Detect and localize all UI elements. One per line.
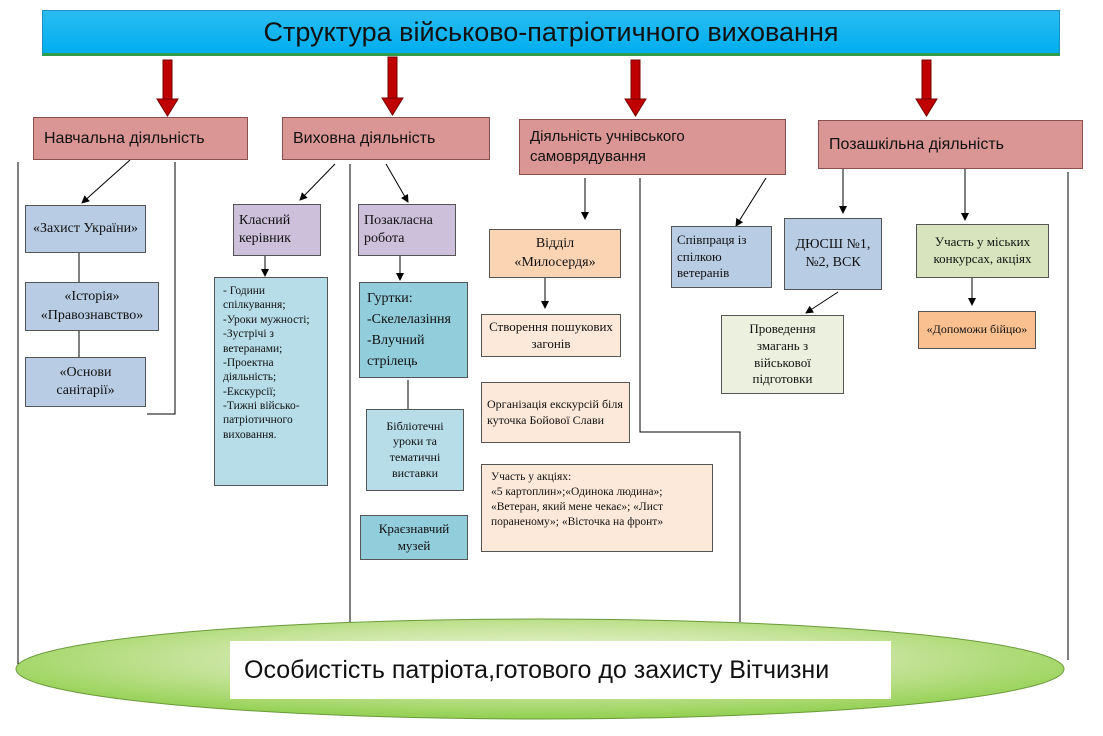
category-upbringing: Виховна діяльність [282,117,490,160]
museum-box: Краєзнавчий музей [360,515,468,560]
list-item: -Зустрічі з ветеранами; [223,328,283,355]
actions-text: «5 картоплин»;«Одинока людина»; «Ветеран… [491,485,664,528]
history-law-box: «Історія» «Правознавство» [25,282,159,331]
red-arrow-icon [915,59,938,117]
defense-ukraine-box: «Захист України» [25,205,146,253]
competitions-box: Проведення змагань з військової підготов… [721,315,844,394]
list-item: - Години спілкування; [223,285,286,312]
dyussh-box: ДЮСШ №1, №2, ВСК [784,218,882,290]
actions-title: Участь у акціях: [491,471,572,483]
help-fighter-box: «Допоможи бійцю» [918,311,1036,349]
list-item: -Екскурсії; [223,385,276,398]
city-contests-box: Участь у міських конкурсах, акціях [916,224,1049,278]
title-arrows [156,56,938,117]
list-item: -Скелелазіння [367,312,451,327]
list-item: -Влучний стрілець [367,333,425,369]
search-teams-box: Створення пошукових загонів [481,314,621,357]
page-title: Структура військово-патріотичного вихова… [42,10,1060,56]
class-teacher-activities: - Години спілкування; -Уроки мужності; -… [214,277,328,486]
list-item: -Проектна діяльність; [223,356,277,384]
actions-box: Участь у акціях: «5 картоплин»;«Одинока … [481,464,713,552]
category-educational: Навчальна діяльність [33,117,248,160]
veterans-box: Співпраця із спілкою ветеранів [671,226,772,288]
excursions-box: Організація екскурсій біля куточка Бойов… [481,382,630,443]
category-extracurricular: Позашкільна діяльність [818,120,1083,169]
library-box: Бібліотечні уроки та тематичні виставки [366,409,464,491]
red-arrow-icon [156,59,179,117]
sanitary-box: «Основи санітарії» [25,357,146,407]
clubs-box: Гуртки: -Скелелазіння -Влучний стрілець [359,282,468,378]
category-self-government: Діяльність учнівського самоврядування [519,119,786,175]
list-item: -Уроки мужності; [223,313,310,326]
red-arrow-icon [381,56,404,116]
mercy-box: Відділ «Милосердя» [489,229,621,278]
clubs-title: Гуртки: [367,291,413,306]
out-of-class-box: Позакласна робота [358,204,456,256]
red-arrow-icon [624,59,647,117]
list-item: -Тижні військо-патріотичного виховання. [223,400,300,441]
result-label: Особистість патріота,готового до захисту… [230,641,891,699]
class-teacher-box: Класний керівник [233,204,321,256]
